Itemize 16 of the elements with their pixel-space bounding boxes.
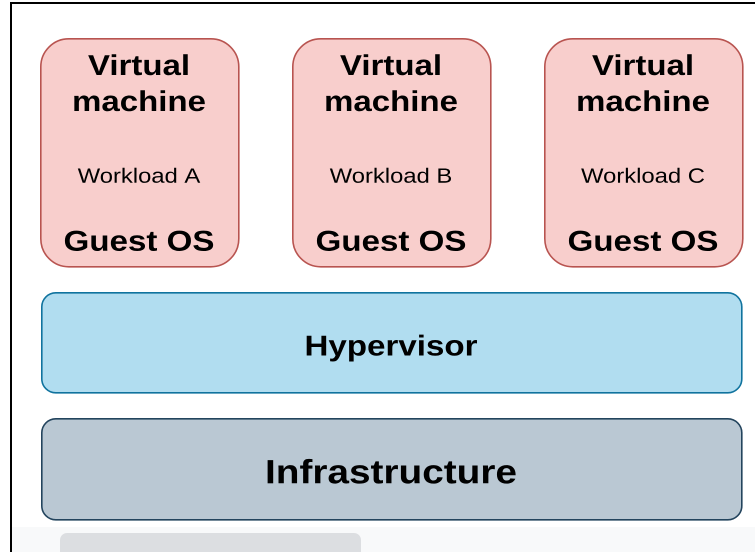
vm-box: [292, 38, 492, 268]
workload-label: Workload A: [78, 168, 200, 183]
layer-label: Hypervisor: [306, 334, 477, 362]
vm-title: Virtual machine: [326, 54, 457, 112]
layer-box: [41, 292, 743, 394]
vm-title: Virtual machine: [578, 54, 709, 112]
vm-title: Virtual machine: [74, 54, 205, 112]
layer-label: Infrastructure: [268, 458, 516, 484]
vm-box: [544, 38, 744, 268]
layer-box: [41, 418, 743, 521]
workload-label: Workload C: [581, 168, 704, 183]
vm-box: [40, 38, 240, 268]
os-label: Guest OS: [316, 230, 466, 251]
os-label: Guest OS: [568, 230, 718, 251]
os-label: Guest OS: [64, 230, 214, 251]
workload-label: Workload B: [330, 168, 451, 183]
